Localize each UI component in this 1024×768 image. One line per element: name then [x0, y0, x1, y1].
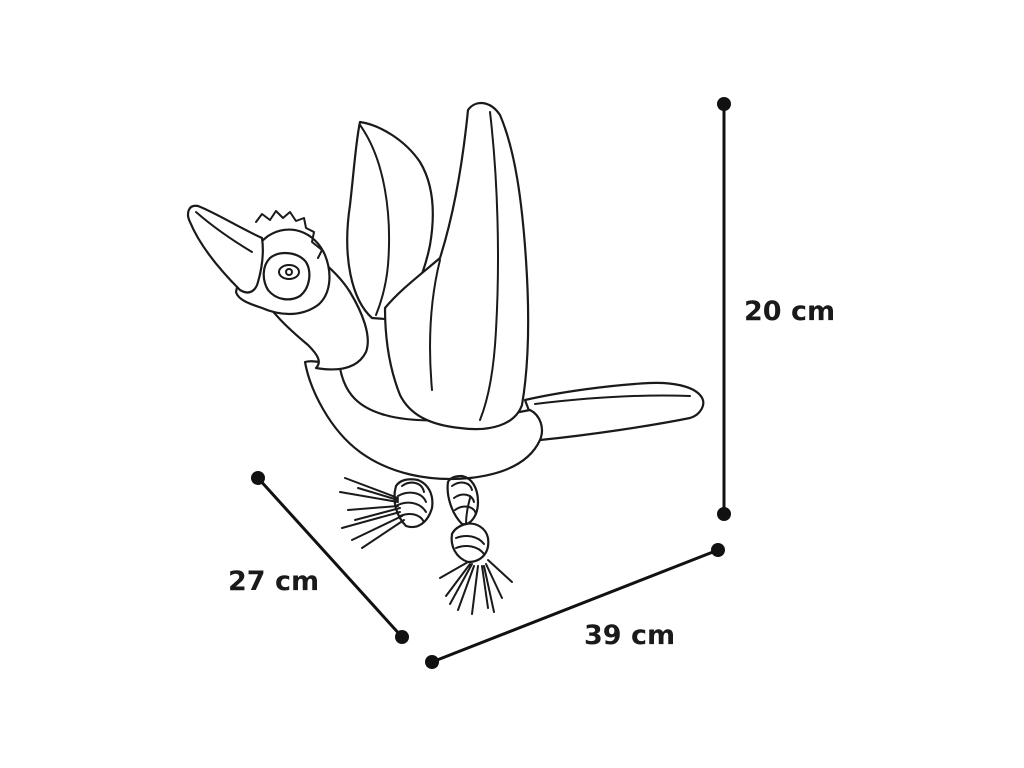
dimension-height: 20 cm — [717, 97, 835, 521]
back-wing — [346, 120, 434, 322]
beak — [187, 204, 264, 294]
duck-toy-illustration — [187, 102, 705, 615]
eye-patch — [262, 252, 311, 301]
height-endpoint-top — [717, 97, 731, 111]
dimension-depth: 27 cm — [228, 471, 409, 644]
height-label: 20 cm — [744, 296, 835, 327]
depth-label: 27 cm — [228, 566, 319, 597]
depth-endpoint-top — [251, 471, 265, 485]
rope-leg-left — [339, 477, 434, 549]
width-line — [430, 548, 720, 664]
tail-inner-line — [534, 394, 691, 405]
back-wing-inner-line — [359, 124, 391, 316]
height-endpoint-bottom — [717, 507, 731, 521]
front-wing-fold-line — [429, 259, 441, 391]
head-tuft — [255, 210, 323, 259]
tail — [523, 381, 705, 442]
dimension-width: 39 cm — [425, 543, 725, 669]
pupil — [285, 268, 293, 276]
rope-fray-right — [439, 559, 513, 615]
rope-fray-left — [339, 477, 405, 549]
front-wing-inner-line — [479, 111, 499, 421]
depth-endpoint-bottom — [395, 630, 409, 644]
front-wing — [383, 102, 530, 431]
eye-icon — [278, 264, 300, 280]
depth-line — [256, 476, 404, 639]
body — [303, 360, 544, 481]
width-label: 39 cm — [584, 620, 675, 651]
beak-line — [195, 211, 253, 253]
width-endpoint-left — [425, 655, 439, 669]
width-endpoint-right — [711, 543, 725, 557]
rope-leg-right — [439, 474, 513, 615]
